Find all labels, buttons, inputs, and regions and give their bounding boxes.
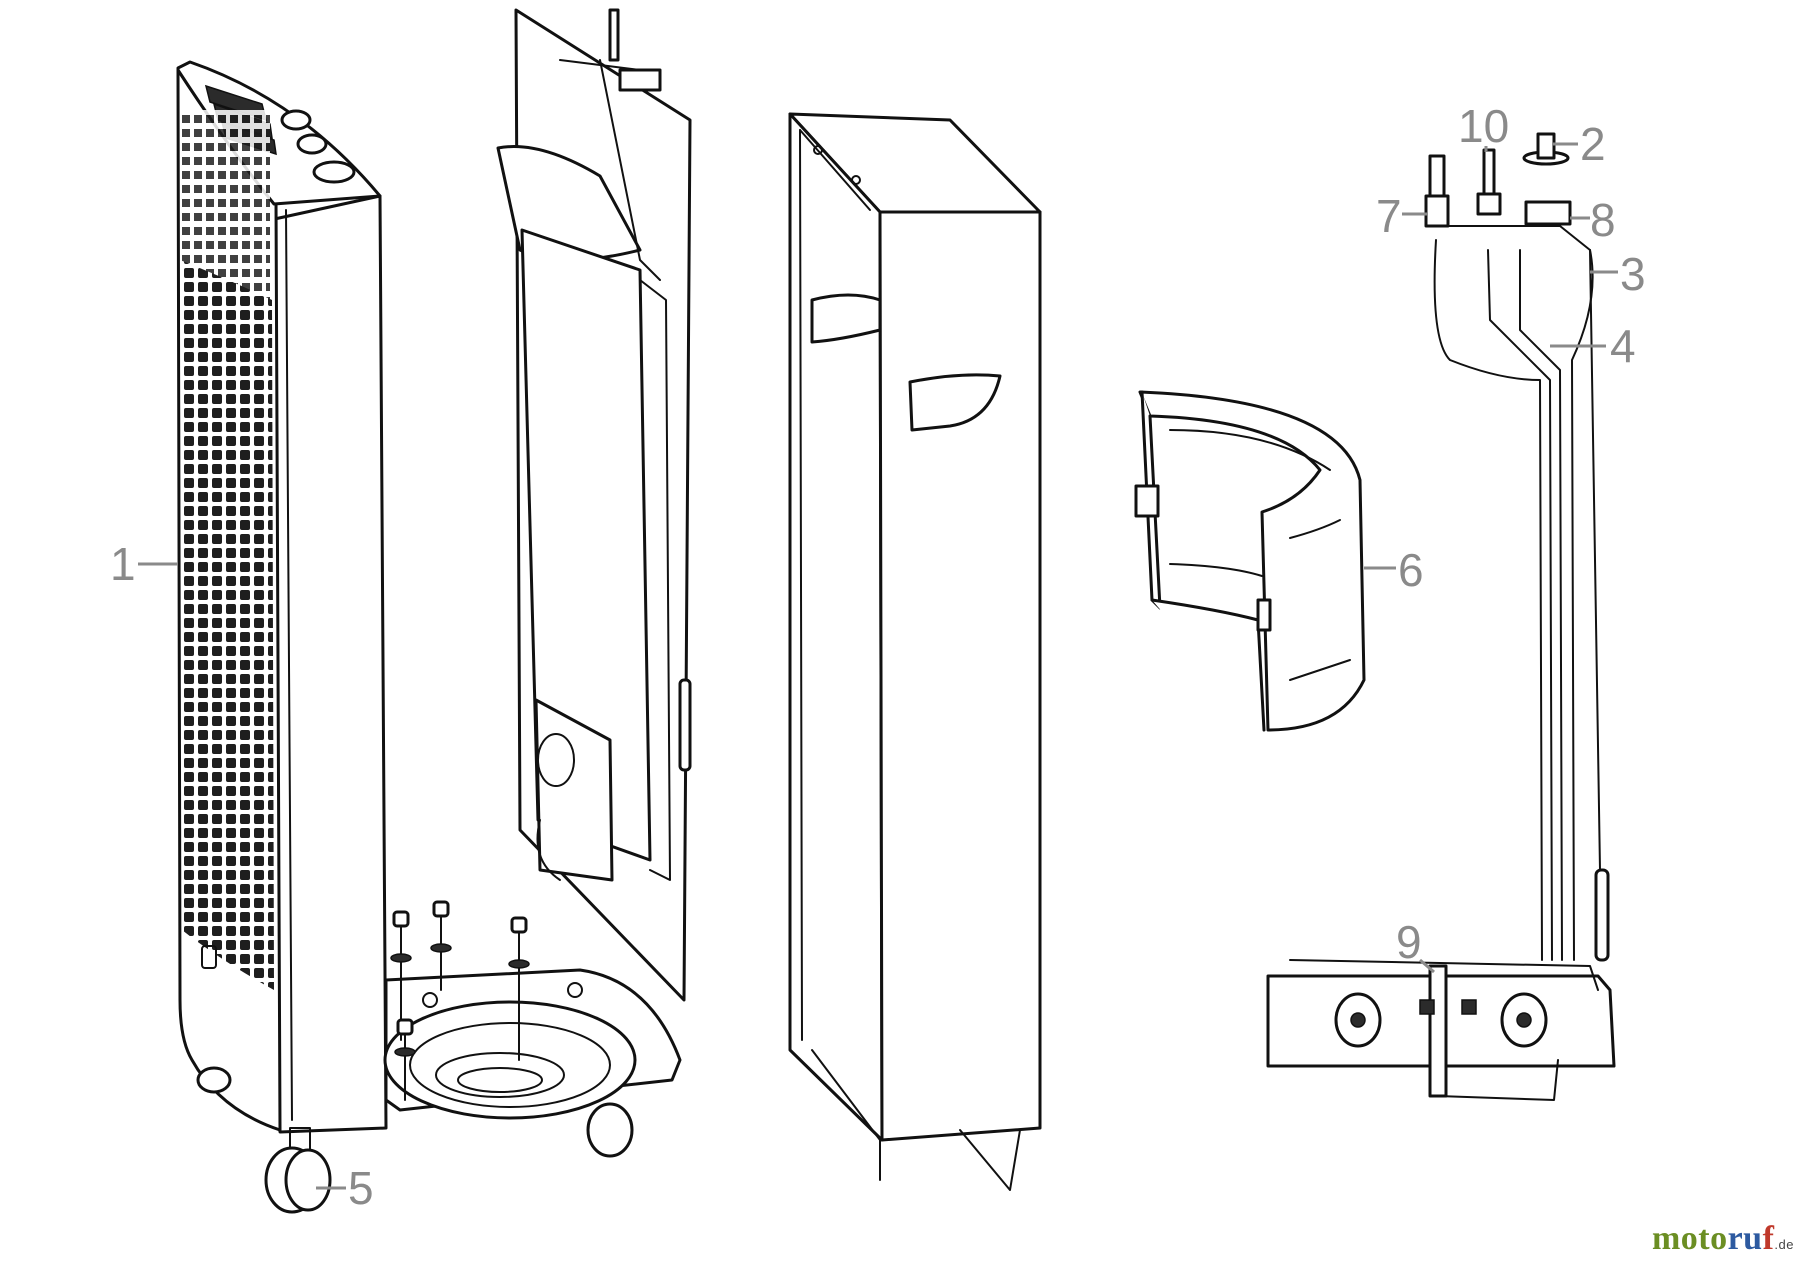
callout-2: 2 [1552, 118, 1606, 170]
watermark-part-b: ru [1727, 1220, 1763, 1257]
callout-10: 10 [1458, 100, 1509, 152]
screw [430, 900, 452, 991]
callout-label: 3 [1620, 248, 1646, 300]
callout-label: 4 [1610, 320, 1636, 372]
callout-9: 9 [1396, 916, 1435, 974]
heater-housing [176, 60, 388, 1214]
watermark-tld: .de [1774, 1237, 1794, 1252]
gas-valve-assembly [1266, 132, 1616, 1101]
callout-label: 2 [1580, 118, 1606, 170]
callout-label: 5 [348, 1162, 374, 1214]
bottle-bracket [1134, 390, 1366, 732]
callout-label: 6 [1398, 544, 1424, 596]
base-tray [383, 900, 682, 1158]
outer-shell [788, 112, 1042, 1191]
callout-3: 3 [1590, 248, 1646, 300]
watermark-part-c: f [1762, 1220, 1775, 1257]
callout-label: 1 [110, 538, 136, 590]
screw [394, 1018, 416, 1101]
callout-7: 7 [1376, 190, 1428, 242]
burner-back-plate [496, 8, 692, 1002]
callout-label: 9 [1396, 916, 1422, 968]
callout-5: 5 [316, 1162, 374, 1214]
callout-1: 1 [110, 538, 178, 590]
screw [508, 916, 530, 1061]
motoruf-watermark: motoruf.de [1652, 1220, 1794, 1258]
screw [390, 910, 412, 1041]
callout-label: 7 [1376, 190, 1402, 242]
callout-label: 10 [1458, 100, 1509, 152]
callout-8: 8 [1570, 194, 1616, 246]
watermark-part-a: moto [1651, 1220, 1728, 1257]
callout-6: 6 [1364, 544, 1424, 596]
callout-4: 4 [1550, 320, 1636, 372]
callout-label: 8 [1590, 194, 1616, 246]
